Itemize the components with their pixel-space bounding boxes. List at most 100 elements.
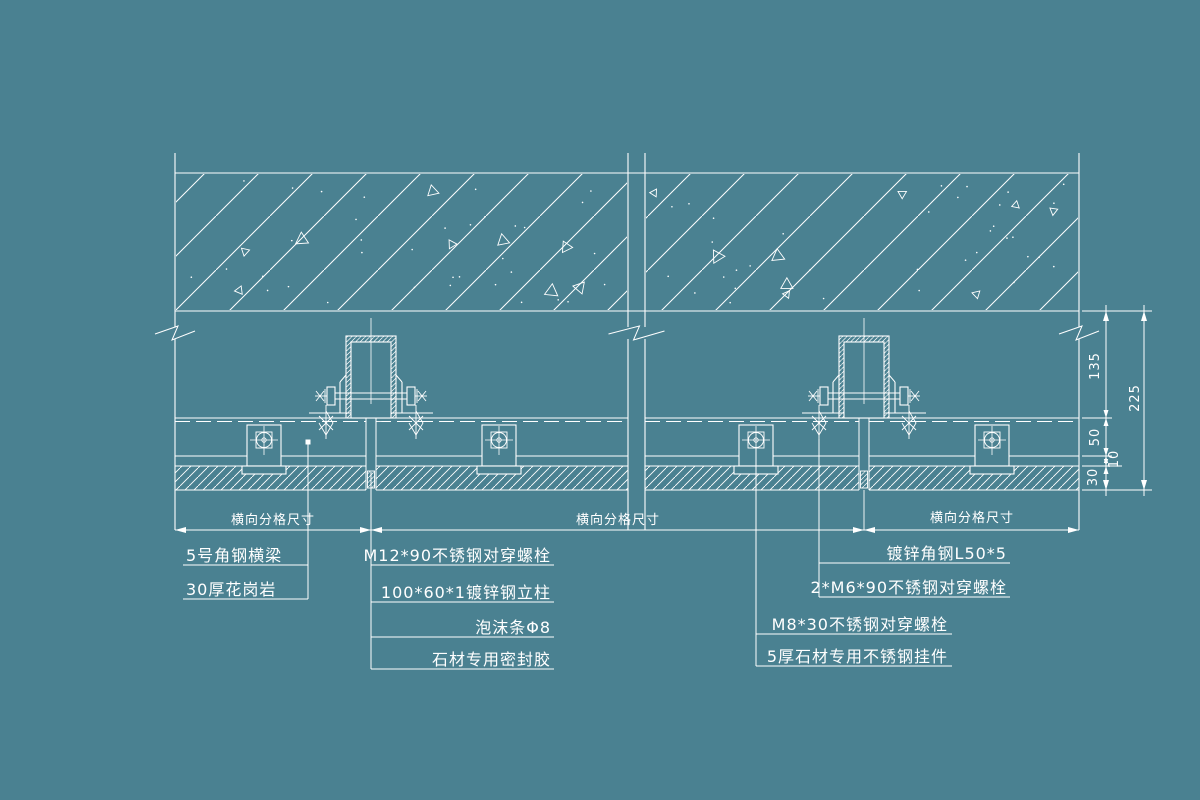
- aggregate-dot: [998, 204, 1001, 206]
- annotation-texts: 5号角钢横梁 30厚花岗岩 M12*90不锈钢对穿螺栓 100*60*1镀锌钢立…: [186, 352, 1143, 669]
- aggregate-dot: [291, 187, 294, 189]
- foam-rod: [860, 470, 868, 489]
- aggregate-dot: [320, 190, 323, 193]
- aggregate-dot: [1006, 237, 1008, 239]
- leader-lines: [183, 439, 1010, 670]
- label-galv-angle: 镀锌角钢L50*5: [887, 544, 1007, 563]
- aggregate-triangle: [543, 282, 559, 297]
- bolt-head: [899, 386, 909, 406]
- aggregate-dot: [501, 257, 504, 260]
- aggregate-triangle: [561, 240, 574, 254]
- mount-assembly: [802, 318, 926, 439]
- label-granite: 30厚花岗岩: [186, 580, 276, 599]
- aggregate-dot: [510, 271, 513, 273]
- aggregate-triangle: [712, 249, 726, 265]
- aggregate-triangle: [448, 239, 458, 250]
- aggregate-dot: [243, 180, 245, 182]
- concrete-hatch-left: [176, 174, 627, 310]
- dim-30: 30: [1086, 468, 1101, 487]
- aggregate-dot: [992, 225, 995, 228]
- m6-bolt-x: [811, 415, 827, 431]
- aggregate-dot: [749, 265, 751, 267]
- aggregate-dot: [494, 283, 497, 286]
- aggregate-triangle: [780, 276, 794, 289]
- aggregate-triangle: [781, 290, 791, 300]
- aggregate-dot: [940, 185, 943, 187]
- aggregate-dot: [1038, 256, 1040, 259]
- dim-135: 135: [1088, 352, 1103, 380]
- dimension-lines: [175, 305, 1152, 533]
- aggregate-dot: [287, 285, 290, 288]
- aggregate-dot: [1007, 191, 1009, 193]
- aggregate-dot: [225, 268, 228, 270]
- dim-arrow: [1103, 459, 1109, 466]
- aggregate-dot: [964, 259, 967, 261]
- aggregate-dot: [458, 276, 461, 278]
- bolt-nut-x: [910, 390, 920, 402]
- m6-bolt-x: [318, 415, 334, 431]
- aggregate-dot: [918, 289, 920, 292]
- aggregate-triangle: [233, 285, 243, 296]
- clip-foot: [476, 465, 522, 475]
- aggregate-dot: [469, 224, 472, 226]
- label-m6-bolt: 2*M6*90不锈钢对穿螺栓: [810, 578, 1007, 597]
- bolt-nut-x: [417, 390, 427, 402]
- label-m8-bolt: M8*30不锈钢对穿螺栓: [772, 615, 948, 634]
- aggregate-dot: [1013, 281, 1015, 284]
- aggregate-triangle: [240, 247, 251, 257]
- aggregate-dot: [449, 284, 452, 287]
- aggregate-triangle: [1049, 207, 1059, 217]
- stainless-hanger-clips: [241, 424, 1015, 475]
- aggregate-dot: [667, 275, 669, 278]
- bolt-nut-x: [808, 390, 818, 402]
- dim-arrow: [1103, 410, 1109, 418]
- break-zigzag: [608, 325, 665, 341]
- aggregate-dot: [966, 185, 968, 188]
- aggregate-dot: [1027, 255, 1029, 258]
- aggregate-triangle: [571, 281, 585, 295]
- aggregate-dot: [411, 248, 413, 251]
- column-mount-assemblies: [309, 318, 926, 439]
- m6-bolt-diamond: [318, 410, 334, 436]
- dim-arrow: [371, 527, 382, 533]
- aggregate-triangle: [497, 232, 511, 246]
- clip-foot: [241, 465, 287, 475]
- bolt-head: [406, 386, 416, 406]
- concrete-hatch-right: [646, 174, 1078, 310]
- aggregate-dot: [514, 225, 517, 227]
- aggregate-dot: [363, 196, 366, 198]
- m6-bolt-diamond: [811, 410, 827, 436]
- aggregate-dot: [474, 188, 477, 191]
- aggregate-dot: [782, 233, 784, 235]
- dim-arrow: [1141, 311, 1147, 321]
- dim-50: 50: [1088, 428, 1103, 447]
- aggregate-dot: [413, 286, 416, 289]
- clip-foot: [969, 465, 1015, 475]
- aggregate-triangle: [1010, 199, 1020, 209]
- aggregate-dot: [790, 287, 792, 290]
- m6-bolt-x: [901, 415, 917, 431]
- aggregate-dot: [822, 297, 825, 300]
- aggregate-triangle: [427, 184, 440, 197]
- bracket-chamfer: [339, 374, 347, 383]
- aggregate-dot: [722, 276, 725, 278]
- aggregate-dot: [557, 299, 560, 301]
- m6-bolt-diamond: [408, 410, 424, 436]
- m6-bolt-diamond: [901, 410, 917, 436]
- label-m12-bolt: M12*90不锈钢对穿螺栓: [363, 546, 551, 565]
- bolt-head: [819, 386, 829, 406]
- dim-arrow: [1068, 527, 1079, 533]
- label-foam-rod: 泡沫条Φ8: [475, 618, 551, 637]
- dim-arrow: [1103, 311, 1109, 321]
- label-angle-steel-beam: 5号角钢横梁: [186, 546, 282, 565]
- aggregate-dot: [290, 239, 293, 242]
- aggregate-dot: [916, 268, 919, 271]
- aggregate-triangle: [648, 188, 658, 198]
- aggregate-dot: [361, 251, 363, 254]
- dim-225: 225: [1128, 384, 1143, 412]
- aggregate-dot: [355, 218, 357, 221]
- bracket-chamfer: [832, 374, 840, 383]
- aggregate-triangle: [294, 231, 310, 245]
- dim-arrow: [360, 527, 371, 533]
- aggregate-dot: [523, 226, 526, 229]
